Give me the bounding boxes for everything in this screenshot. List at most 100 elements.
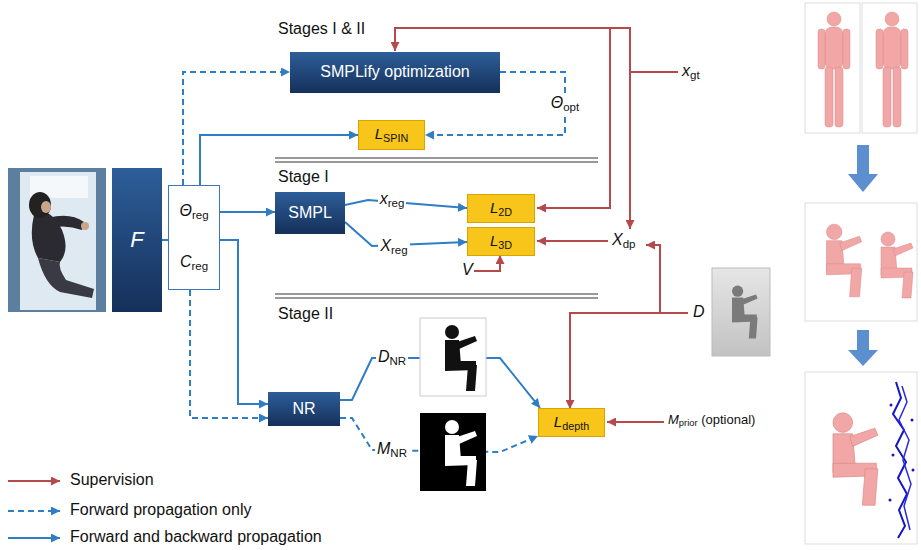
text-run: L [490, 232, 498, 249]
rendered-depth-image [420, 318, 486, 396]
mesh-result [889, 499, 892, 502]
text-run: (optional) [698, 412, 756, 427]
text-run: SPIN [383, 132, 408, 144]
node-text: NR [292, 400, 315, 418]
mesh-result [827, 224, 862, 297]
mesh-result [805, 203, 917, 321]
edge-label: Θopt [549, 94, 581, 114]
legend-sample [8, 480, 60, 482]
rendered-depth-image [445, 325, 477, 391]
mesh-result [912, 469, 915, 472]
input-photo [29, 192, 51, 218]
text-run: X [612, 231, 623, 248]
variable-label: D [693, 303, 705, 321]
text-run: D [378, 348, 390, 365]
text-run: Θ [179, 202, 191, 219]
node-text: SMPL [288, 204, 332, 222]
input-photo [20, 172, 96, 310]
rendered-mask-image [420, 413, 486, 491]
text-run: reg [192, 209, 209, 221]
input-photo [41, 201, 51, 213]
input-photo [81, 222, 89, 230]
text-run: NR [292, 400, 315, 417]
rendered-mask-image [445, 420, 477, 486]
edge-label: xreg [378, 190, 407, 210]
text-run: Forward and backward propagation [70, 528, 322, 545]
text-run: Forward propagation only [70, 501, 251, 518]
text-run: D [693, 303, 705, 320]
legend-text: Forward propagation only [70, 501, 251, 519]
mesh-result [848, 145, 878, 192]
text-run: L [375, 125, 383, 142]
node-text: L2D [490, 199, 512, 218]
variable-label: Mprior (optional) [668, 413, 755, 429]
optimization-box: SMPLify optimization [290, 52, 500, 93]
node-text: Creg [180, 253, 208, 273]
supervision-wire [630, 71, 678, 73]
text-run: x [380, 190, 388, 207]
text-run: 2D [498, 206, 512, 218]
loss-box: L3D [467, 227, 535, 256]
mesh-result [805, 3, 917, 544]
model-box: SMPL [275, 192, 345, 234]
legend-text: Forward and backward propagation [70, 528, 322, 546]
mesh-result [876, 12, 908, 127]
edge-label: Xreg [378, 237, 409, 257]
rendered-depth-image [420, 318, 486, 396]
text-run: V [462, 261, 473, 278]
supervision-wire [607, 421, 664, 423]
legend-text: Supervision [70, 471, 154, 489]
mesh-result [899, 386, 911, 530]
text-run: SMPLify optimization [320, 63, 469, 80]
text-run: X [380, 237, 391, 254]
stage-separator [275, 158, 598, 298]
rendered-mask-image [420, 413, 486, 491]
text-run: dp [623, 238, 636, 250]
renderer-box: NR [268, 392, 340, 426]
supervision-wire [570, 313, 688, 409]
legend-sample [8, 537, 60, 539]
text-run: reg [391, 244, 408, 256]
connector [220, 211, 275, 213]
feature-extractor-box: F [112, 168, 162, 312]
parameter-box: ΘregCreg [168, 185, 220, 290]
text-run: SMPL [288, 204, 332, 221]
mesh-result [890, 404, 893, 407]
mesh-result [862, 3, 917, 133]
text-run: Stages I & II [278, 20, 365, 37]
depth-image [712, 268, 770, 356]
text-run: NR [390, 447, 407, 459]
stage-separator [275, 298, 598, 299]
node-text: L3D [490, 232, 512, 251]
text-run: prior [679, 418, 698, 428]
stage-separator [275, 294, 598, 295]
node-text: SMPLify optimization [320, 63, 469, 81]
node-text: Θreg [179, 202, 208, 222]
stage-title: Stages I & II [278, 20, 365, 38]
loss-box: LSPIN [358, 120, 425, 149]
connector [200, 135, 358, 185]
text-run: Θ [551, 94, 563, 111]
text-run: reg [388, 197, 405, 209]
mesh-result [892, 454, 895, 457]
variable-label: xgt [682, 62, 700, 82]
text-run: C [180, 253, 192, 270]
variable-label: V [462, 261, 473, 279]
text-run: M [377, 440, 390, 457]
node-text: LSPIN [375, 125, 409, 144]
mesh-result [881, 232, 913, 298]
mesh-result [911, 419, 914, 422]
mesh-result [833, 413, 878, 505]
connector [220, 240, 268, 404]
text-run: 3D [498, 239, 512, 251]
input-photo [38, 258, 94, 298]
supervision-wire [474, 255, 500, 271]
mesh-result [848, 330, 878, 366]
node-text: F [130, 227, 143, 252]
text-run: Stage I [278, 168, 329, 185]
text-run: opt [563, 101, 579, 113]
input-photo [48, 216, 84, 230]
supervision-wire [537, 28, 610, 208]
